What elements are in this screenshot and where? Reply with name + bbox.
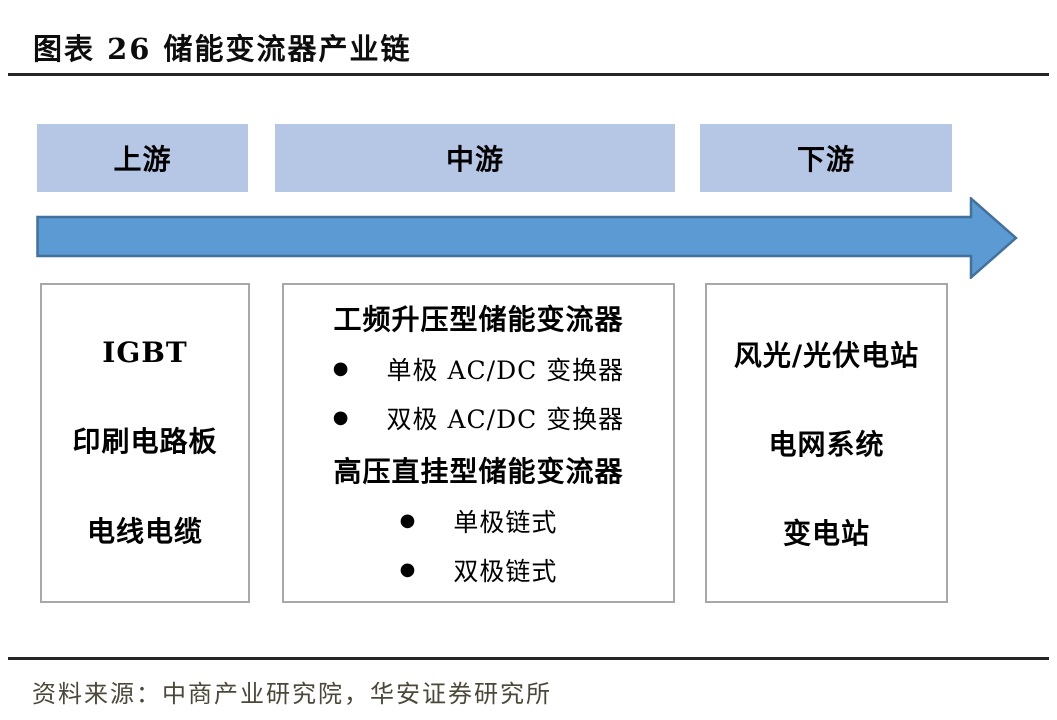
midstream-bullet-item: ● 单极链式	[284, 503, 673, 539]
stage-header-downstream-label: 下游	[796, 143, 855, 176]
upstream-item: 电线电缆	[86, 515, 203, 549]
midstream-bullet-item: ● 单极 AC/DC 变换器	[284, 351, 673, 387]
figure-title: 图表 26 储能变流器产业链	[33, 32, 412, 66]
downstream-item: 电网系统	[768, 428, 885, 461]
bullet-icon: ●	[332, 407, 349, 429]
source-note: 资料来源：中商产业研究院，华安证券研究所	[32, 680, 552, 708]
midstream-bullet-label: 单极 AC/DC 变换器	[386, 356, 625, 386]
stage-header-upstream: 上游	[37, 124, 248, 192]
midstream-bullet-label: 双极 AC/DC 变换器	[386, 405, 625, 435]
flow-arrow-icon	[36, 197, 1018, 279]
midstream-bullet-item: ● 双极 AC/DC 变换器	[284, 400, 673, 436]
midstream-bullet-label: 单极链式	[453, 507, 558, 537]
downstream-box: 风光/光伏电站 电网系统 变电站	[705, 283, 948, 603]
bullet-icon: ●	[332, 358, 349, 380]
downstream-item: 风光/光伏电站	[733, 339, 920, 372]
bullet-icon: ●	[399, 558, 416, 580]
title-divider-rule	[8, 73, 1049, 76]
flow-arrow-shape	[36, 197, 1018, 279]
stage-header-downstream: 下游	[700, 124, 952, 192]
midstream-group-heading: 工频升压型储能变流器	[333, 303, 624, 337]
upstream-box: IGBT 印刷电路板 电线电缆	[40, 283, 250, 603]
stage-header-midstream-label: 中游	[445, 143, 504, 176]
source-divider-rule	[8, 657, 1049, 660]
upstream-item: IGBT	[102, 335, 188, 369]
downstream-item: 变电站	[782, 517, 870, 550]
upstream-item: 印刷电路板	[72, 424, 218, 458]
midstream-bullet-item: ● 双极链式	[284, 552, 673, 588]
midstream-box: 工频升压型储能变流器 ● 单极 AC/DC 变换器 ● 双极 AC/DC 变换器…	[282, 283, 675, 603]
midstream-group-heading: 高压直挂型储能变流器	[333, 454, 624, 488]
stage-header-midstream: 中游	[275, 124, 675, 192]
bullet-icon: ●	[399, 509, 416, 531]
midstream-bullet-label: 双极链式	[453, 556, 558, 586]
stage-header-upstream-label: 上游	[113, 143, 172, 176]
